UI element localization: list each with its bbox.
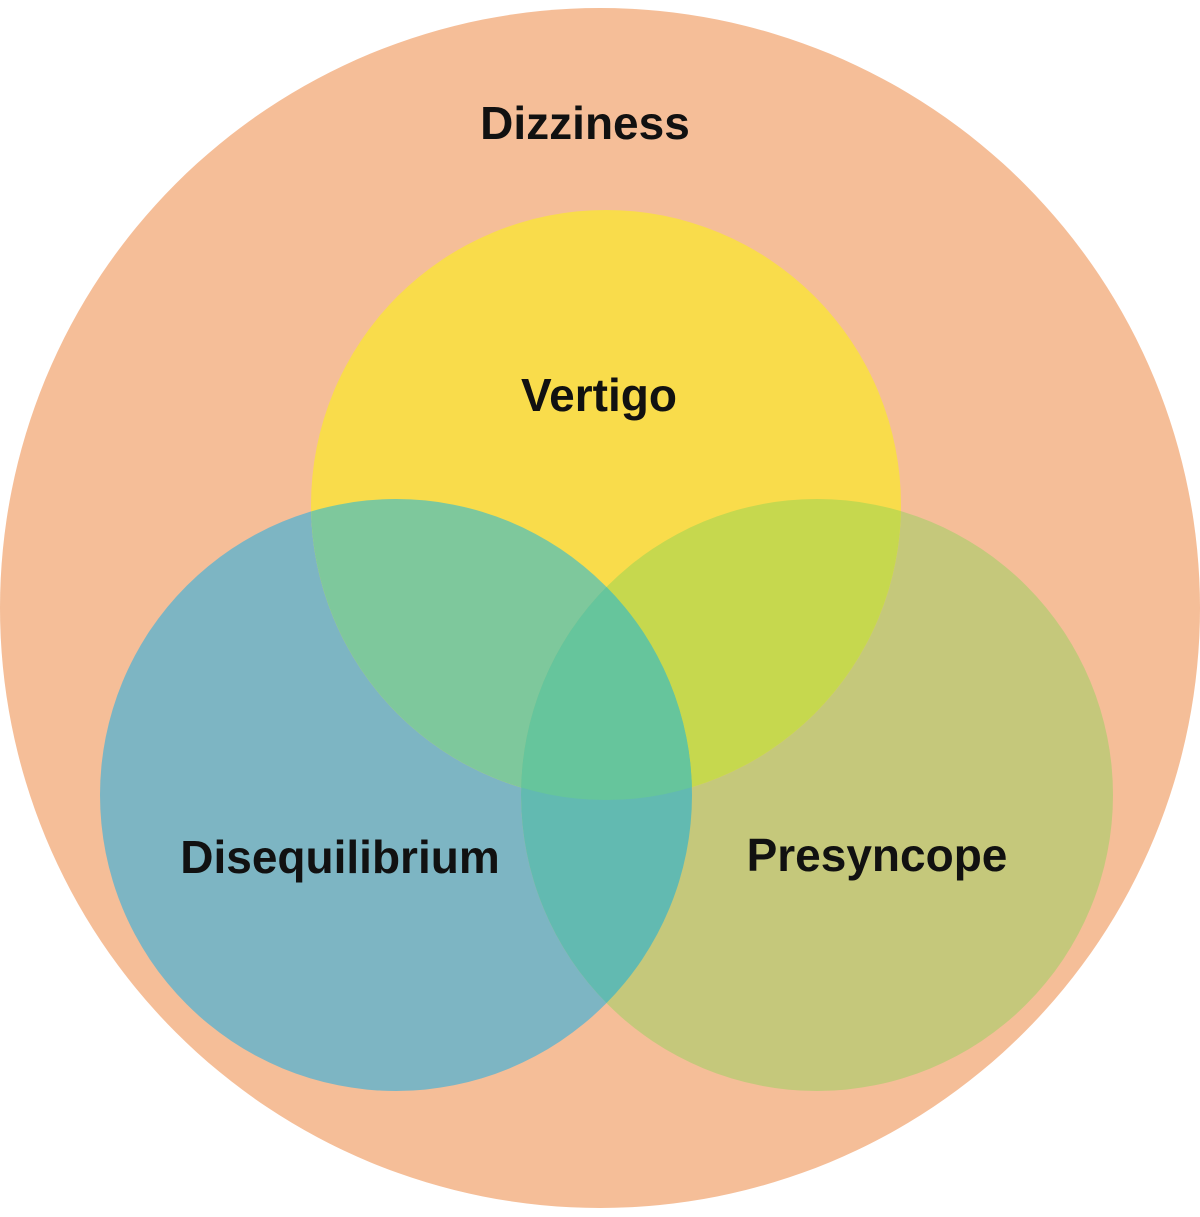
presyncope-label: Presyncope (747, 829, 1008, 881)
vertigo-label: Vertigo (521, 369, 677, 421)
dizziness-label: Dizziness (480, 97, 690, 149)
disequilibrium-label: Disequilibrium (180, 831, 499, 883)
